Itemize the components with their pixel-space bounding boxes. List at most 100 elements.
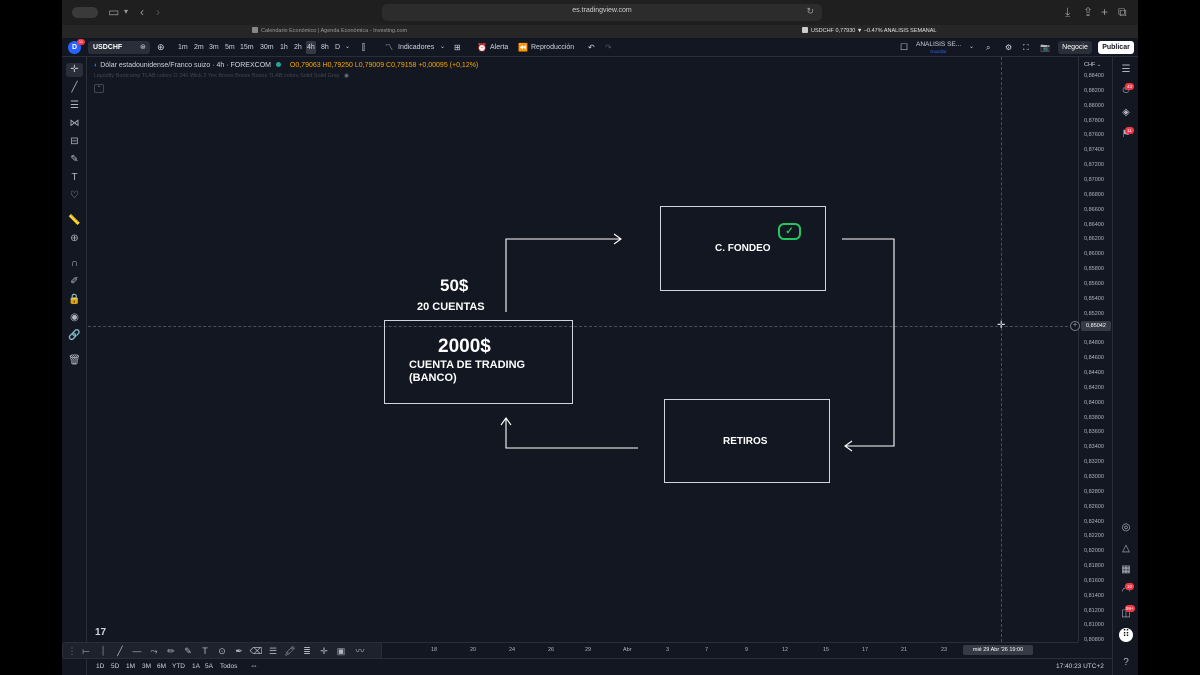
brush-icon[interactable]: ✎ (184, 646, 192, 656)
trash-icon[interactable]: 🗑 (68, 355, 81, 366)
horizontal-line-icon[interactable]: — (132, 646, 142, 656)
download-icon[interactable]: ⤓ (1065, 5, 1071, 19)
redo-icon[interactable]: ↷ (605, 43, 612, 52)
indicators-icon[interactable]: 〽 (385, 43, 393, 52)
candles-icon[interactable]: ⫿ (362, 42, 365, 52)
vertical-line-icon[interactable]: ⏐ (100, 646, 106, 656)
layers-icon[interactable]: ◈ (1122, 107, 1130, 118)
help-icon[interactable]: ? (1123, 657, 1129, 668)
templates-icon[interactable]: ⊞ (454, 43, 461, 52)
date-range-icon[interactable]: ⇔ (250, 661, 258, 670)
ideas-icon[interactable]: ⚑ (1121, 129, 1131, 140)
share-icon[interactable]: ⇪ (1083, 5, 1094, 19)
drag-handle-icon[interactable]: ⋮ (67, 646, 77, 656)
link-icon[interactable]: 🔗 (68, 330, 81, 341)
target-icon[interactable]: ◎ (1121, 522, 1131, 533)
path-icon[interactable]: ⤳ (150, 646, 158, 656)
ruler-icon[interactable]: 📏 (68, 215, 81, 226)
funding-company-box[interactable] (660, 206, 826, 291)
highlighter-icon[interactable]: 🖍 (284, 646, 296, 656)
withdrawals-box[interactable] (664, 399, 830, 483)
pencil-icon[interactable]: ✏ (167, 646, 175, 656)
channel-icon[interactable]: ≣ (303, 646, 311, 656)
indicators-button[interactable]: Indicadores (398, 44, 435, 51)
chevron-down-icon[interactable]: ⌄ (969, 44, 975, 50)
period-all[interactable]: Todos (220, 663, 238, 670)
zoom-in-icon[interactable]: ⊕ (70, 233, 79, 244)
trading-account-box[interactable] (384, 320, 573, 404)
period-3m[interactable]: 3M (142, 663, 152, 670)
undo-icon[interactable]: ↶ (588, 43, 595, 52)
triangle-icon[interactable]: △ (1122, 543, 1130, 554)
fib-retracement-icon[interactable]: ☰ (268, 646, 278, 656)
layout-checkbox-icon[interactable]: ☐ (900, 42, 909, 52)
pattern-icon[interactable]: ⋈ (69, 118, 80, 129)
timeframe-2h[interactable]: 2h (294, 44, 302, 51)
trend-line-icon[interactable]: ╱ (117, 646, 123, 656)
fib-icon[interactable]: ☰ (70, 100, 79, 111)
tab-overview-icon[interactable]: ⧉ (1118, 5, 1127, 19)
chevron-down-icon[interactable]: ⌄ (440, 44, 446, 50)
symbol-search[interactable]: USDCHF (88, 41, 150, 54)
timeframe-30m[interactable]: 30m (260, 44, 274, 51)
horizontal-ray-icon[interactable]: ⟝ (82, 646, 90, 656)
period-1m[interactable]: 1M (126, 663, 136, 670)
alert-icon[interactable]: ⏰ (477, 43, 487, 52)
forward-icon[interactable]: › (156, 5, 160, 19)
magnet-icon[interactable]: ∩ (70, 258, 79, 269)
layout-name[interactable]: ANALISIS SE... (916, 41, 962, 48)
compare-icon[interactable]: ⊛ (140, 44, 146, 51)
timeframe-2m[interactable]: 2m (194, 44, 204, 51)
fullscreen-icon[interactable]: ⛶ (1023, 43, 1029, 52)
brush-icon[interactable]: ✎ (70, 154, 79, 165)
lock-drawings-icon[interactable]: ✐ (70, 276, 79, 287)
text-icon[interactable]: T (202, 646, 208, 656)
timeframe-5m[interactable]: 5m (225, 44, 235, 51)
rectangle-icon[interactable]: ▣ (336, 646, 346, 656)
period-1a[interactable]: 1A (192, 663, 200, 670)
tradingview-logo[interactable]: 17 (95, 627, 107, 638)
eye-icon[interactable]: ◉ (344, 73, 349, 79)
chevron-down-icon[interactable]: ⌄ (345, 44, 351, 50)
replay-icon[interactable]: ⏪ (518, 43, 528, 52)
prediction-icon[interactable]: ⊟ (70, 136, 79, 147)
address-bar[interactable]: es.tradingview.com ↻ (382, 4, 822, 21)
timeframe-1h[interactable]: 1h (280, 44, 288, 51)
chart-pane[interactable]: ◐ Dólar estadounidense/Franco suizo · 4h… (88, 57, 1078, 642)
calendar-icon[interactable]: ▦ (1121, 564, 1131, 575)
text-icon[interactable]: T (71, 172, 78, 183)
replay-button[interactable]: Reproducción (531, 44, 575, 51)
period-ytd[interactable]: YTD (172, 663, 185, 670)
timeframe-8h[interactable]: 8h (321, 44, 329, 51)
chevron-down-icon[interactable]: ▾ (124, 7, 129, 16)
trade-button[interactable]: Negocie (1058, 41, 1092, 54)
timeframe-4h[interactable]: 4h (306, 41, 316, 54)
period-5d[interactable]: 5D (111, 663, 120, 670)
crosshair-icon[interactable]: ✛ (320, 646, 328, 656)
window-controls[interactable] (72, 7, 98, 18)
apps-icon[interactable]: ⠿ (1119, 628, 1133, 642)
trend-line-icon[interactable]: ╱ (71, 82, 78, 93)
search-icon[interactable]: ⌕ (986, 43, 991, 52)
timeframe-3m[interactable]: 3m (209, 44, 219, 51)
settings-icon[interactable]: ⚙ (1005, 43, 1013, 52)
symbol-title[interactable]: Dólar estadounidense/Franco suizo · 4h ·… (100, 62, 271, 69)
lock-icon[interactable]: 🔒 (68, 294, 81, 305)
camera-icon[interactable]: 📷 (1040, 43, 1050, 52)
back-icon[interactable]: ‹ (140, 5, 144, 19)
timeframe-15m[interactable]: 15m (240, 44, 254, 51)
collapse-legend-button[interactable]: ⌃ (94, 84, 104, 93)
reload-icon[interactable]: ↻ (806, 6, 814, 16)
publish-button[interactable]: Publicar (1098, 41, 1134, 54)
heart-icon[interactable]: ♡ (70, 190, 79, 201)
crosshair-icon[interactable]: ✛ (66, 63, 83, 77)
sidebar-icon[interactable]: ▭ (108, 5, 120, 19)
add-alert-icon[interactable]: + (1070, 321, 1080, 331)
pen-icon[interactable]: ✒ (235, 646, 243, 656)
eraser-icon[interactable]: ⌫ (249, 646, 263, 656)
alerts-icon[interactable]: ⏲ (1122, 85, 1130, 96)
tab-investing[interactable]: Calendario Económico | Agenda Económica … (252, 25, 592, 38)
eye-icon[interactable]: ◉ (70, 312, 79, 323)
circle-arrow-icon[interactable]: ⊙ (218, 646, 226, 656)
